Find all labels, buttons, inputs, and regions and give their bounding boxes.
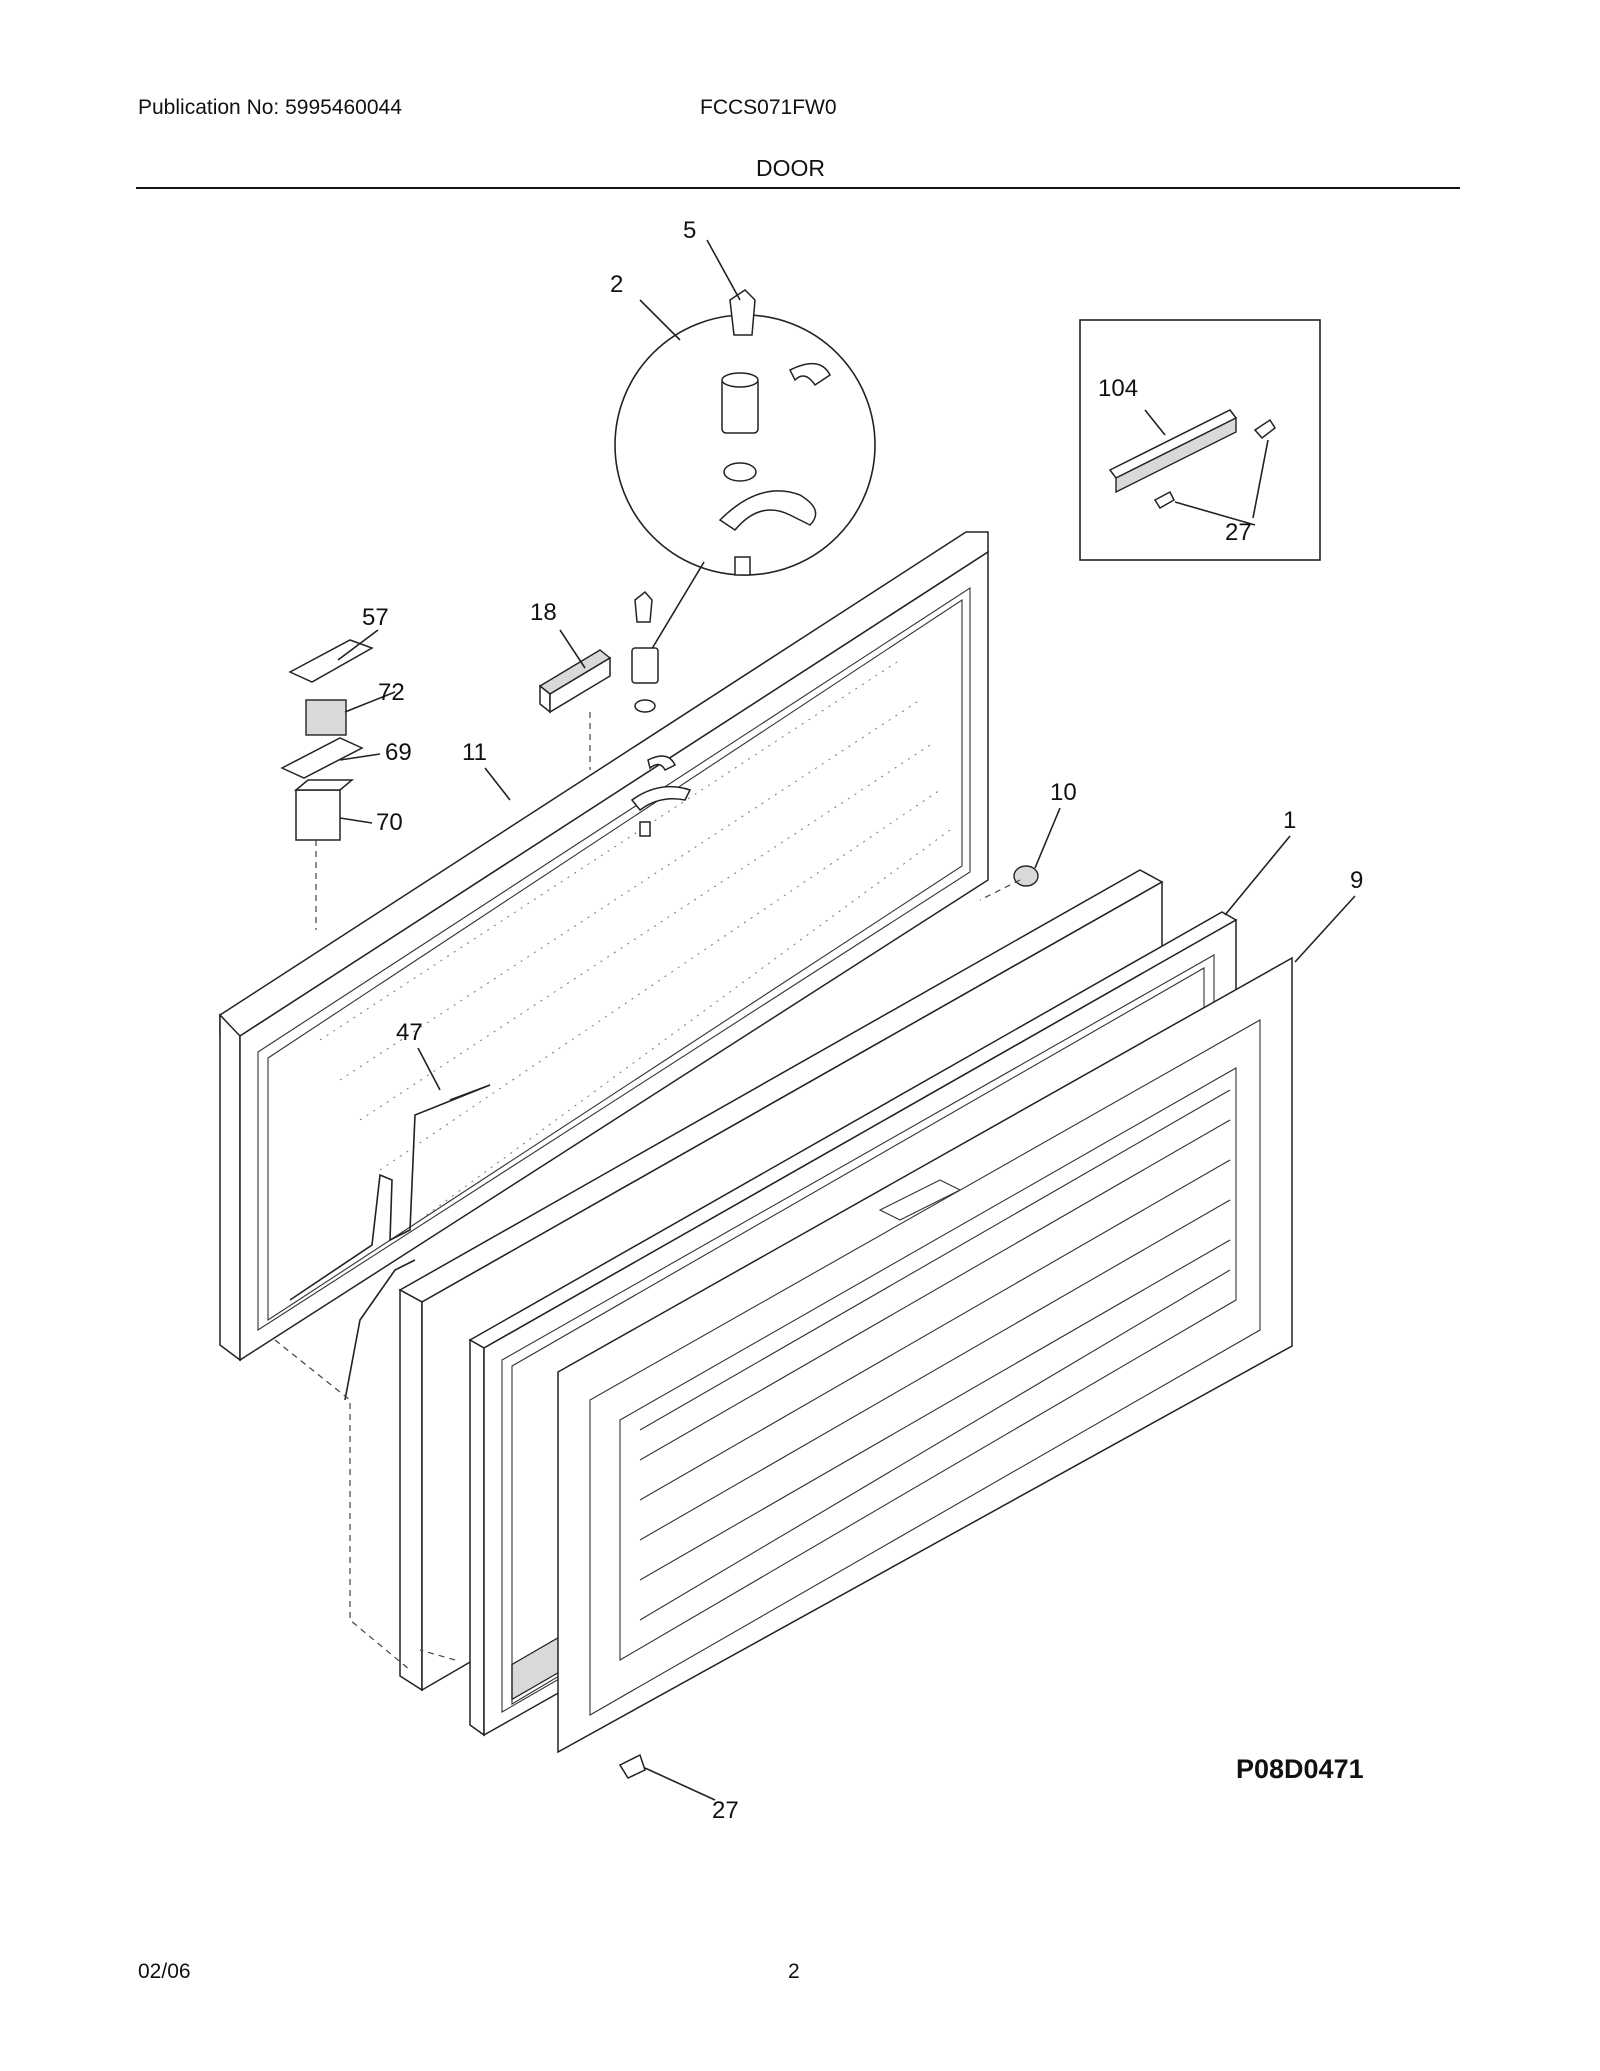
- model-number: FCCS071FW0: [700, 96, 837, 119]
- callout-1: 1: [1283, 807, 1296, 834]
- callout-18: 18: [530, 599, 557, 626]
- leader-lines: [337, 239, 1356, 1801]
- publication-number: Publication No: 5995460044: [138, 96, 402, 119]
- callout-27-inset: 27: [1225, 519, 1252, 546]
- door-inner-liner: [557, 956, 1293, 1754]
- callout-labels: 5 2 18 57 72 69 11 70 10 1 9 47 104 27 2…: [362, 217, 1364, 1824]
- callout-104: 104: [1098, 375, 1138, 402]
- callout-69: 69: [385, 739, 412, 766]
- alignment-lines: [274, 712, 1021, 1671]
- section-title: DOOR: [756, 155, 825, 181]
- switch-assembly: [280, 639, 374, 841]
- callout-47: 47: [396, 1019, 423, 1046]
- door-handle-part: [538, 649, 612, 714]
- latch-parts: [630, 590, 692, 837]
- callout-5: 5: [683, 217, 696, 244]
- callout-27-bottom: 27: [712, 1797, 739, 1824]
- callout-9: 9: [1350, 867, 1363, 894]
- page-number: 2: [788, 1960, 800, 1983]
- callout-57: 57: [362, 604, 389, 631]
- header-divider: [136, 187, 1460, 189]
- hinge-inset: [1079, 319, 1321, 561]
- door-outer-frame: [219, 531, 989, 1362]
- diagram-code: P08D0471: [1236, 1754, 1364, 1784]
- callout-2: 2: [610, 271, 623, 298]
- latch-detail-circle: [614, 289, 876, 653]
- callout-10: 10: [1050, 779, 1077, 806]
- bottom-screw: [618, 1753, 646, 1779]
- callout-11: 11: [462, 739, 487, 766]
- callout-72: 72: [378, 679, 405, 706]
- wire-harness: [289, 1084, 491, 1401]
- callout-70: 70: [376, 809, 403, 836]
- door-bumper: [1013, 865, 1039, 887]
- footer-date: 02/06: [138, 1960, 191, 1983]
